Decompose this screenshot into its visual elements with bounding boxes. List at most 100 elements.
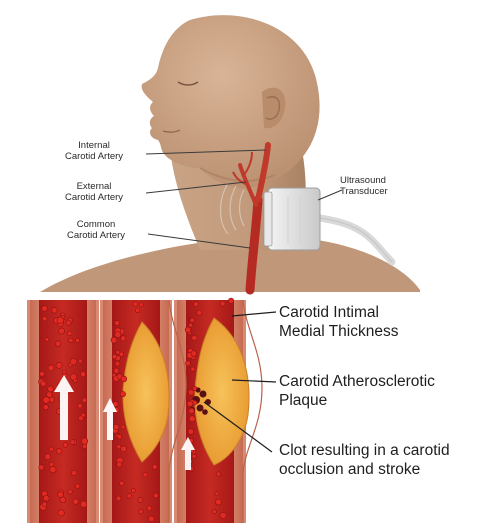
red-blood-cell: [192, 400, 198, 406]
shoulders: [40, 238, 420, 292]
red-blood-cell: [138, 509, 144, 515]
red-blood-cell: [41, 305, 48, 312]
red-blood-cell: [148, 515, 155, 523]
red-blood-cell: [67, 489, 73, 495]
red-blood-cell: [57, 509, 65, 517]
plaque-mass: [122, 321, 170, 463]
ultrasound-waves: [219, 182, 245, 235]
artery-cross-section-clot: [174, 300, 250, 523]
red-blood-cell: [126, 493, 132, 499]
red-blood-cell: [46, 391, 53, 398]
red-blood-cell: [69, 358, 77, 366]
red-blood-cells: [38, 297, 235, 523]
red-blood-cell: [42, 396, 50, 404]
red-blood-cell: [215, 498, 222, 506]
red-blood-cell: [120, 424, 126, 430]
red-blood-cell: [119, 391, 126, 398]
red-blood-cell: [188, 415, 196, 423]
red-blood-cell: [48, 461, 54, 467]
red-blood-cell: [196, 309, 203, 316]
closed-eye: [177, 81, 199, 86]
red-blood-cell: [54, 340, 62, 347]
red-blood-cell: [188, 407, 195, 414]
red-blood-cell: [68, 337, 74, 344]
red-blood-cell: [40, 380, 47, 387]
red-blood-cell: [51, 307, 58, 314]
red-blood-cell: [138, 302, 144, 308]
red-blood-cell: [80, 412, 86, 418]
red-blood-cell: [61, 369, 67, 375]
red-blood-cell: [115, 349, 121, 355]
red-blood-cell: [56, 316, 65, 324]
flow-arrow-icon: [54, 375, 195, 470]
red-blood-cell: [135, 307, 141, 313]
red-blood-cell: [216, 471, 222, 477]
red-blood-cell: [191, 334, 198, 341]
red-blood-cell: [151, 463, 158, 470]
red-blood-cell: [117, 434, 122, 440]
red-blood-cell: [120, 375, 128, 383]
red-blood-cell: [184, 326, 192, 333]
head: [141, 15, 320, 189]
red-blood-cell: [186, 400, 194, 407]
red-blood-cell: [77, 403, 83, 409]
red-blood-cell: [219, 300, 226, 307]
label-atherosclerotic-plaque: Carotid Atherosclerotic Plaque: [279, 373, 435, 409]
transducer-body: [267, 187, 321, 251]
label-clot-occlusion: Clot resulting in a carotid occlusion an…: [279, 442, 450, 478]
red-blood-cell: [187, 428, 194, 435]
red-blood-cell: [81, 397, 87, 403]
red-blood-cell: [41, 316, 48, 322]
red-blood-cell: [75, 337, 80, 343]
red-blood-cell: [190, 366, 196, 372]
red-blood-cell: [43, 495, 50, 502]
red-blood-cell: [57, 491, 64, 498]
red-blood-cell: [82, 443, 88, 449]
red-blood-cell: [72, 498, 79, 505]
red-blood-cell: [44, 453, 52, 461]
label-common-carotid: Common Carotid Artery: [66, 219, 126, 241]
red-blood-cell: [185, 360, 191, 367]
label-internal-carotid: Internal Carotid Artery: [64, 140, 124, 162]
red-blood-cell: [189, 317, 195, 323]
red-blood-cell: [228, 297, 235, 304]
ultrasound-transducer-icon: [263, 187, 396, 266]
red-blood-cell: [111, 353, 118, 360]
red-blood-cell: [146, 505, 153, 512]
head-illustration: [40, 15, 420, 292]
red-blood-cell: [55, 361, 63, 369]
red-blood-cell: [78, 358, 83, 364]
red-blood-cell: [80, 500, 88, 508]
red-blood-cell: [152, 492, 159, 499]
red-blood-cell: [44, 337, 50, 342]
red-blood-cell: [67, 330, 73, 337]
red-blood-cell: [191, 453, 197, 459]
red-blood-cell: [120, 335, 127, 342]
red-blood-cell: [142, 472, 148, 478]
red-blood-cell: [48, 446, 54, 452]
red-blood-cell: [130, 488, 136, 493]
red-blood-cell: [41, 501, 48, 507]
red-blood-cell: [75, 483, 81, 489]
red-blood-cell: [193, 301, 199, 307]
common-carotid-artery: [245, 195, 263, 295]
red-blood-cell: [192, 385, 198, 391]
red-blood-cell: [219, 512, 227, 519]
leader-lines-bottom: [203, 311, 277, 453]
plaque-mass-large: [194, 317, 250, 466]
red-blood-cell: [58, 327, 65, 335]
red-blood-cell: [38, 464, 45, 471]
red-blood-cell: [80, 371, 86, 378]
leader-lines-top: [145, 149, 343, 249]
red-blood-cell: [114, 360, 121, 367]
red-blood-cell: [118, 351, 125, 357]
red-blood-cell: [69, 373, 78, 381]
label-external-carotid: External Carotid Artery: [64, 181, 124, 203]
red-blood-cell: [115, 495, 122, 502]
red-blood-cell: [211, 509, 217, 515]
label-ultrasound-transducer: Ultrasound Transducer: [340, 175, 388, 197]
red-blood-cell: [188, 322, 193, 328]
red-blood-cell: [81, 437, 89, 445]
